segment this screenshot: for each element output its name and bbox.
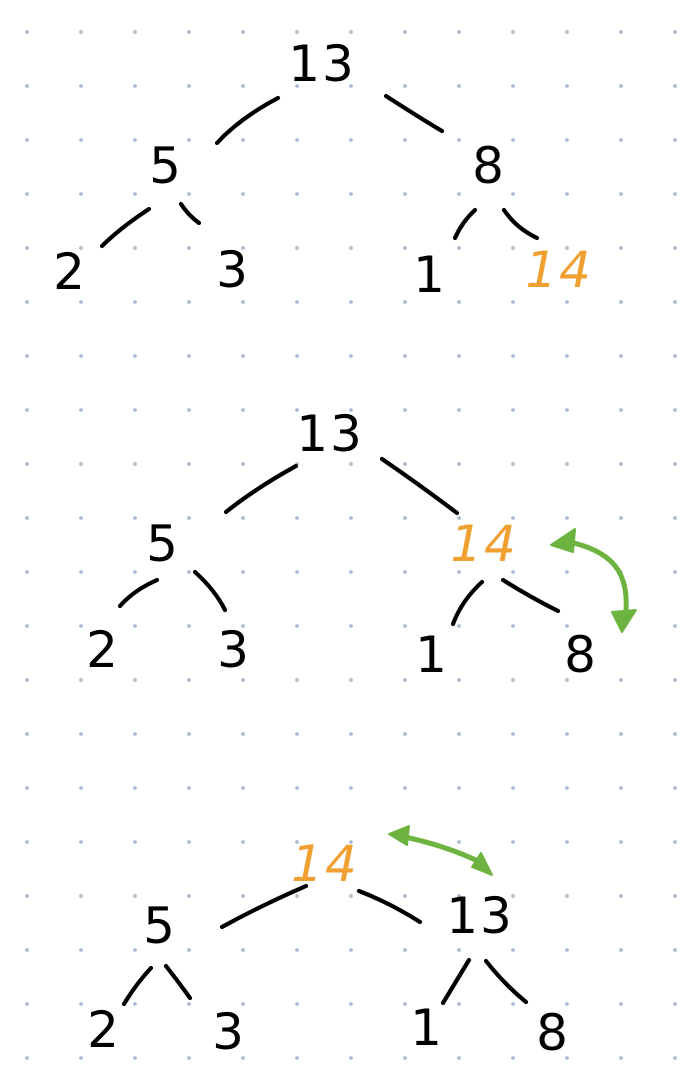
tree3-edge-5-2 bbox=[121, 965, 154, 1007]
tree1-right-node: 8 bbox=[472, 137, 506, 195]
tree2-edge-5-2 bbox=[117, 577, 160, 609]
tree1-left-left-node: 2 bbox=[53, 243, 87, 301]
tree3-edge-13-8 bbox=[483, 958, 529, 1005]
tree2-root-node: 13 bbox=[296, 405, 364, 463]
tree3-edge-root-right bbox=[356, 888, 423, 925]
tree1-edge-root-right bbox=[383, 93, 445, 134]
tree1-root-node: 13 bbox=[288, 35, 356, 93]
tree2-edge-14-1 bbox=[450, 579, 485, 627]
tree1-edge-8-1 bbox=[452, 207, 478, 241]
tree3-swap-arrowhead-left bbox=[388, 825, 410, 846]
tree1-edge-5-2 bbox=[99, 206, 152, 249]
tree2-swap-arrowhead-bottom bbox=[611, 609, 637, 633]
tree2-edge-5-3 bbox=[192, 569, 228, 613]
tree3-left-left-node: 2 bbox=[87, 1001, 121, 1059]
tree3-swap-arrow bbox=[397, 833, 487, 867]
tree2-edge-root-left bbox=[223, 463, 299, 515]
tree1-right-left-node: 1 bbox=[413, 246, 447, 304]
tree1-edge-root-left bbox=[214, 95, 281, 146]
tree1-left-right-node: 3 bbox=[216, 241, 250, 299]
tree2-right-node: 14 bbox=[450, 515, 518, 573]
tree2-left-right-node: 3 bbox=[217, 621, 251, 679]
tree2-left-left-node: 2 bbox=[86, 621, 120, 679]
tree2-edge-14-8 bbox=[500, 577, 561, 614]
tree3-right-node: 13 bbox=[446, 887, 514, 945]
tree1-left-node: 5 bbox=[149, 137, 183, 195]
tree3-edge-root-left bbox=[219, 883, 309, 930]
tree2-left-node: 5 bbox=[146, 515, 180, 573]
tree1-right-right-node: 14 bbox=[525, 241, 593, 299]
tree3-edge-13-1 bbox=[440, 957, 472, 1006]
tree1-edge-8-14 bbox=[501, 207, 540, 241]
tree2-swap-arrow bbox=[562, 538, 629, 623]
tree3-swap-arrowhead-right bbox=[471, 852, 493, 876]
tree2-right-right-node: 8 bbox=[564, 626, 598, 684]
tree1-edge-5-3 bbox=[178, 201, 202, 226]
tree3-root-node: 14 bbox=[291, 835, 359, 893]
tree3-edge-5-3 bbox=[163, 963, 193, 1001]
tree3-left-node: 5 bbox=[143, 897, 177, 955]
tree3-right-left-node: 1 bbox=[410, 999, 444, 1057]
tree3-right-right-node: 8 bbox=[536, 1004, 570, 1062]
tree2-edge-root-right bbox=[379, 456, 460, 516]
tree3-left-right-node: 3 bbox=[212, 1003, 246, 1061]
tree2-right-left-node: 1 bbox=[415, 626, 449, 684]
tree2-swap-arrowhead-top bbox=[550, 528, 576, 553]
